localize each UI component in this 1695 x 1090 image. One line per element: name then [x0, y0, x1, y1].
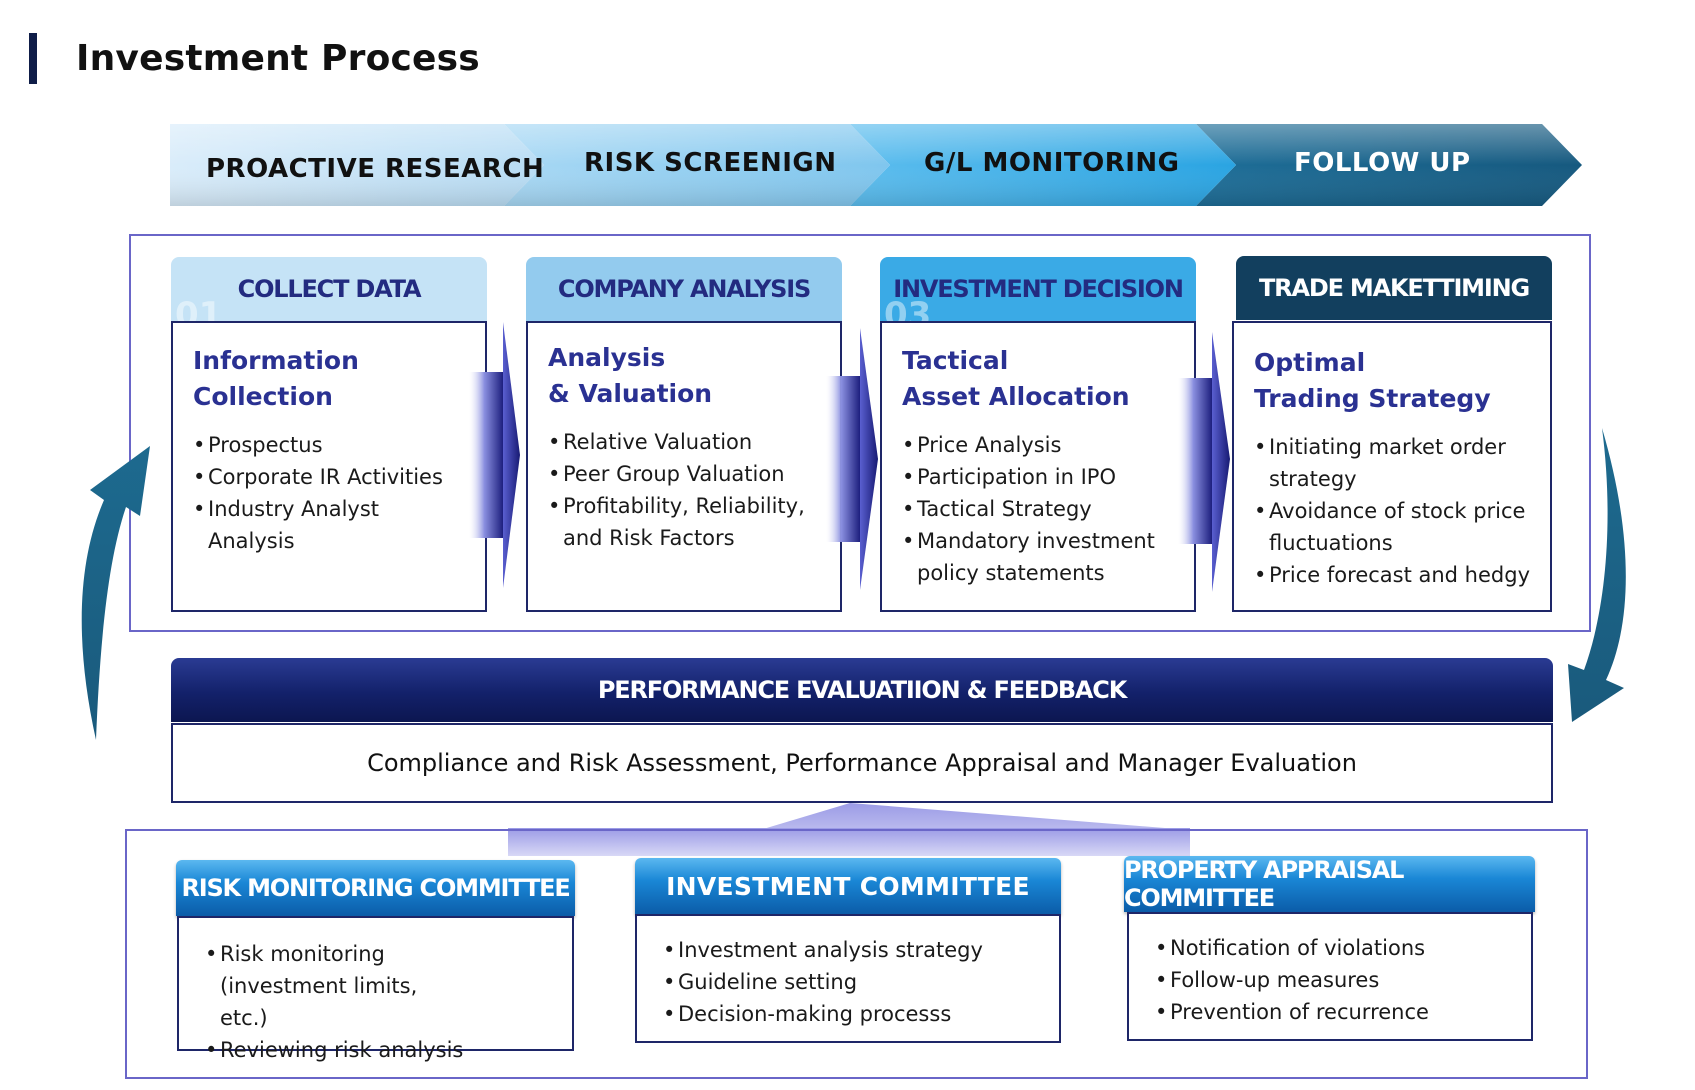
list-item: Prevention of recurrence [1155, 996, 1511, 1028]
performance-description: Compliance and Risk Assessment, Performa… [171, 723, 1553, 803]
list-item: Price Analysis [902, 429, 1174, 461]
list-item: Tactical Strategy [902, 493, 1174, 525]
committee-card-property-appraisal: Notification of violations Follow-up mea… [1127, 912, 1533, 1041]
phase-label-3: G/L MONITORING [924, 148, 1180, 178]
committee-header-property-appraisal: PROPERTY APPRAISAL COMMITTEE [1124, 856, 1535, 912]
list-item: Price forecast and hedgy [1254, 559, 1530, 591]
page-title: Investment Process [76, 38, 480, 79]
step-header-label: TRADE MAKETTIMING [1259, 274, 1530, 302]
step-bullet-list: Initiating market order strategy Avoidan… [1254, 431, 1530, 591]
committee-frame [125, 829, 1588, 1079]
step-header-trade-markettiming: TRADE MAKETTIMING [1236, 256, 1552, 320]
list-item: Mandatory investment policy statements [902, 525, 1174, 589]
curved-arrow-up-icon [81, 446, 150, 740]
phase-label-2: RISK SCREENIGN [584, 148, 837, 178]
chevron-right-arrow-icon [469, 322, 520, 588]
committee-card-risk-monitoring: Risk monitoring (investment limits, etc.… [177, 916, 574, 1062]
step-card-optimal-trading-strategy: Optimal Trading Strategy Initiating mark… [1232, 321, 1552, 612]
step-header-company-analysis: COMPANY ANALYSIS [526, 257, 842, 321]
step-header-collect-data: COLLECT DATA [171, 257, 487, 321]
list-item: Avoidance of stock price fluctuations [1254, 495, 1530, 559]
performance-header: PERFORMANCE EVALUATIION & FEEDBACK [171, 658, 1553, 722]
process-frame [129, 234, 1591, 632]
committee-header-label: PROPERTY APPRAISAL COMMITTEE [1124, 856, 1404, 912]
step-subtitle: Tactical Asset Allocation [902, 346, 1130, 411]
committee-bullet-list: Risk monitoring (investment limits, etc.… [205, 938, 552, 1066]
step-subtitle: Information Collection [193, 346, 359, 411]
phase-banner [170, 124, 1582, 206]
step-header-label: COMPANY ANALYSIS [557, 275, 811, 303]
chevron-right-arrow-icon [1178, 332, 1230, 592]
step-header-investment-decision: INVESTMENT DECISION [880, 257, 1196, 321]
committee-header-label: RISK MONITORING COMMITTEE [181, 874, 570, 902]
phase-label-4: FOLLOW UP [1294, 148, 1471, 178]
committee-bullet-list: Notification of violations Follow-up mea… [1155, 932, 1511, 1028]
list-item: Prospectus [193, 429, 465, 461]
committee-header-investment: INVESTMENT COMMITTEE [635, 858, 1061, 914]
step-bullet-list: Prospectus Corporate IR Activities Indus… [193, 429, 465, 557]
list-item: Relative Valuation [548, 426, 820, 458]
committee-header-risk-monitoring: RISK MONITORING COMMITTEE [176, 860, 575, 916]
phase-label-1: PROACTIVE RESEARCH [206, 154, 545, 184]
list-item: Industry Analyst Analysis [193, 493, 465, 557]
list-item: Notification of violations [1155, 932, 1511, 964]
list-item: Corporate IR Activities [193, 461, 465, 493]
committee-header-label: INVESTMENT COMMITTEE [666, 871, 1030, 901]
list-item: Peer Group Valuation [548, 458, 820, 490]
list-item: Initiating market order strategy [1254, 431, 1530, 495]
list-item: Reviewing risk analysis [205, 1034, 552, 1066]
step-bullet-list: Price Analysis Participation in IPO Tact… [902, 429, 1174, 589]
title-accent-bar [29, 33, 37, 84]
chevron-right-arrow-icon [826, 328, 878, 590]
list-item: Participation in IPO [902, 461, 1174, 493]
step-subtitle: Analysis & Valuation [548, 343, 713, 408]
step-header-label: INVESTMENT DECISION [893, 275, 1184, 303]
list-item: Follow-up measures [1155, 964, 1511, 996]
list-item: Guideline setting [663, 966, 1039, 998]
step-header-label: COLLECT DATA [237, 275, 422, 303]
step-bullet-list: Relative Valuation Peer Group Valuation … [548, 426, 820, 554]
list-item: Profitability, Reliability, and Risk Fac… [548, 490, 820, 554]
list-item: Investment analysis strategy [663, 934, 1039, 966]
committee-bullet-list: Investment analysis strategy Guideline s… [663, 934, 1039, 1030]
curved-arrow-down-icon [1568, 428, 1626, 722]
committee-card-investment: Investment analysis strategy Guideline s… [635, 914, 1061, 1043]
step-subtitle: Optimal Trading Strategy [1254, 348, 1491, 413]
list-item: Risk monitoring (investment limits, etc.… [205, 938, 552, 1034]
performance-header-label: PERFORMANCE EVALUATIION & FEEDBACK [597, 676, 1127, 704]
step-card-tactical-asset-allocation: Tactical Asset Allocation Price Analysis… [880, 321, 1196, 612]
list-item: Decision-making processs [663, 998, 1039, 1030]
step-card-analysis-valuation: Analysis & Valuation Relative Valuation … [526, 321, 842, 612]
step-card-information-collection: Information Collection Prospectus Corpor… [171, 321, 487, 612]
